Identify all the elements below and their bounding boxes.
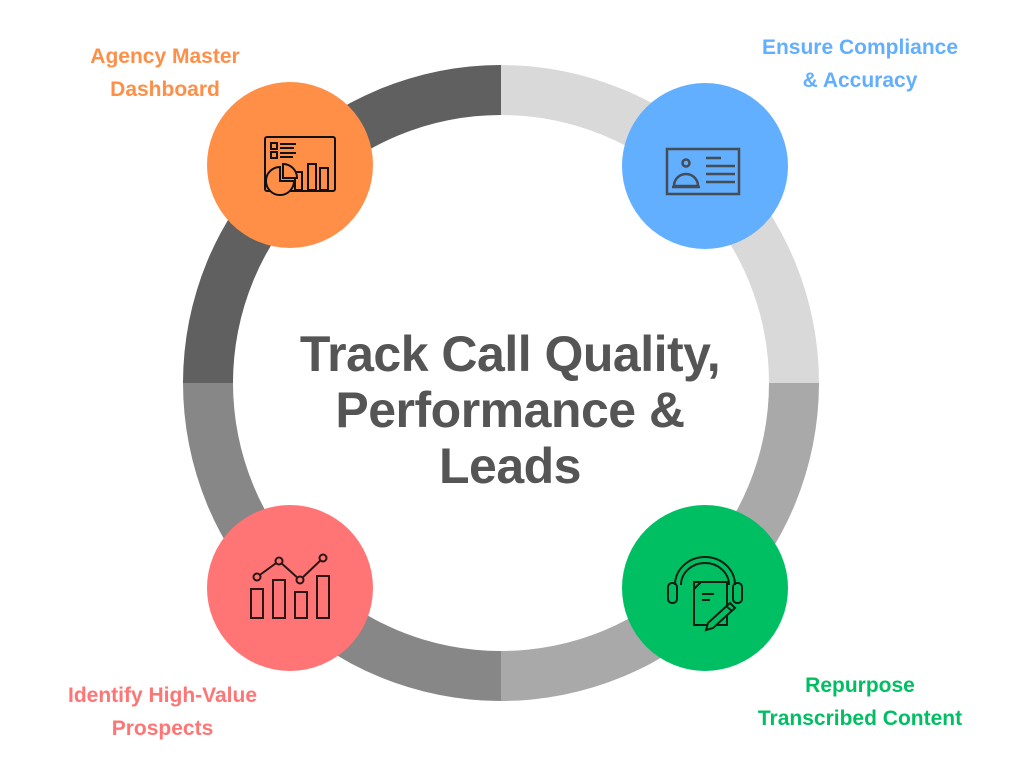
label-line: Dashboard xyxy=(110,78,220,101)
label-line: Identify High-Value xyxy=(67,684,258,707)
node-agency-master-dashboard xyxy=(207,82,373,248)
center-title-line: Leads xyxy=(438,438,582,494)
label-agency-master-dashboard: Agency Master Dashboard xyxy=(40,40,290,106)
label-line: Repurpose xyxy=(805,674,915,697)
label-line: Prospects xyxy=(111,717,214,740)
node-ensure-compliance xyxy=(622,83,788,249)
label-identify-prospects: Identify High-Value Prospects xyxy=(30,679,295,745)
node-identify-prospects xyxy=(207,505,373,671)
label-line: & Accuracy xyxy=(802,69,918,92)
label-line: Agency Master xyxy=(90,45,240,68)
label-repurpose-content: Repurpose Transcribed Content xyxy=(730,669,990,735)
dashboard-icon xyxy=(264,136,336,196)
headphones-document-icon xyxy=(667,556,743,632)
label-line: Ensure Compliance xyxy=(761,36,959,59)
id-card-icon xyxy=(665,147,741,196)
center-title-line: Track Call Quality, xyxy=(299,326,721,382)
center-title-line: Performance & xyxy=(335,382,685,438)
center-title: Track Call Quality, Performance & Leads xyxy=(230,326,790,494)
label-ensure-compliance: Ensure Compliance & Accuracy xyxy=(730,31,990,97)
analytics-chart-icon xyxy=(250,553,330,619)
label-line: Transcribed Content xyxy=(757,707,963,730)
node-repurpose-content xyxy=(622,505,788,671)
